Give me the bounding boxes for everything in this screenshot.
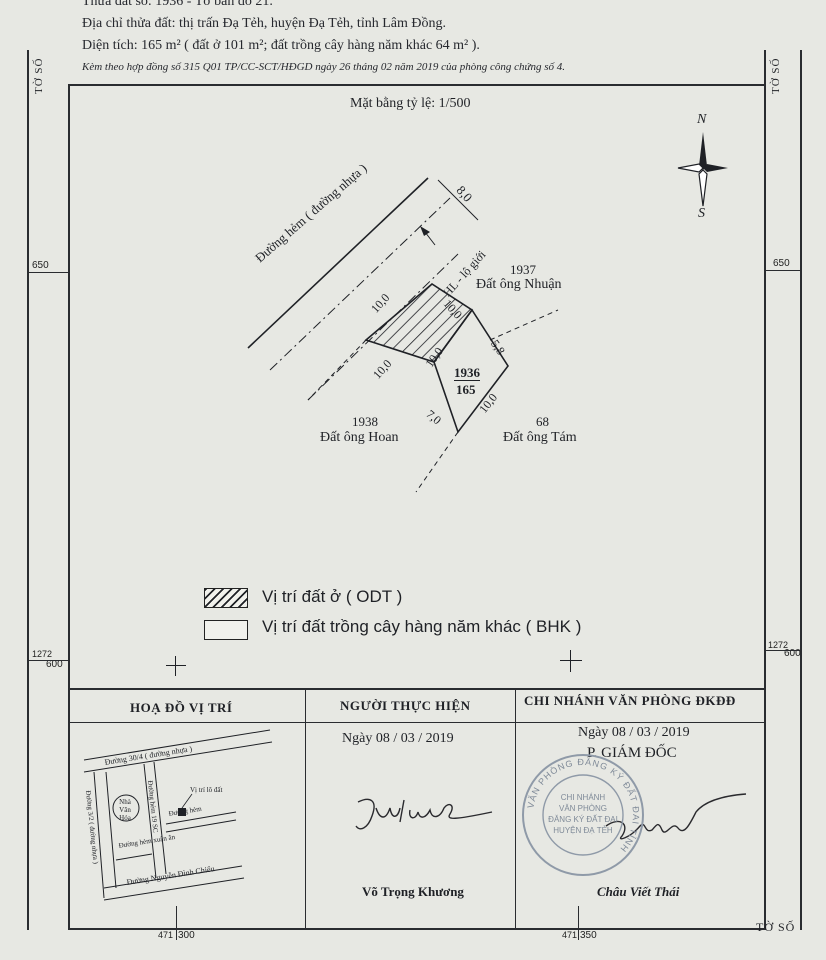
parcel-area-value: 165: [456, 382, 476, 397]
grid-coord-bottom-350: 350: [580, 930, 597, 941]
grid-coord-bottom-471-a: 471: [158, 930, 174, 940]
performer-name: Võ Trọng Khương: [362, 884, 464, 899]
office-date: Ngày 08 / 03 / 2019: [578, 725, 690, 740]
neighbor-68-number: 68: [536, 414, 549, 429]
contract-reference-line: Kèm theo hợp đồng số 315 Q01 TP/CC-SCT/H…: [82, 61, 566, 73]
map-nha-van-hoa: Nhà Văn Hóa: [119, 798, 131, 822]
parcel-number-line: Thửa đất số: 1936 - Tờ bản đồ 21.: [82, 0, 273, 9]
legend-odt-label: Vị trí đất ở ( ODT ): [262, 587, 403, 606]
parcel-plan: [247, 177, 559, 493]
svg-text:VĂN PHÒNG: VĂN PHÒNG: [559, 804, 607, 813]
bottom-right-sheet-label: TỜ SỐ: [756, 920, 796, 934]
grid-coord-left-1272: 1272: [32, 649, 53, 659]
parcel-address-line: Địa chỉ thửa đất: thị trấn Đạ Tẻh, huyện…: [82, 16, 446, 31]
director-name: Châu Viết Thái: [597, 884, 680, 899]
footer-header-divider: [68, 722, 765, 724]
grid-tick-right-650: [765, 270, 801, 271]
office-branch-title: CHI NHÁNH VĂN PHÒNG ĐKĐĐ: [524, 693, 736, 708]
neighbor-1937-owner: Đất ông Nhuận: [476, 277, 562, 292]
neighbor-68-owner: Đất ông Tám: [503, 430, 577, 445]
svg-text:HUYỆN ĐẠ TẺH: HUYỆN ĐẠ TẺH: [553, 826, 613, 835]
location-sketch-map: [83, 729, 273, 901]
compass-south-label: S: [698, 206, 705, 221]
road-edge-outer: [247, 177, 429, 349]
grid-coord-left-600: 600: [46, 659, 63, 670]
parcel-bhk-area: [433, 308, 509, 434]
road-width-dim: [437, 179, 479, 221]
frame-left-inner: [68, 84, 70, 930]
frame-left-outer: [27, 50, 29, 930]
scale-title: Mặt bằng tỷ lệ: 1/500: [350, 96, 471, 111]
legend-odt-swatch: [204, 588, 248, 608]
location-map-title: HOẠ ĐỒ VỊ TRÍ: [130, 700, 233, 715]
grid-coord-bottom-471-b: 471: [562, 930, 578, 940]
grid-tick-bottom-350: [578, 906, 579, 940]
grid-tick-right-600: [765, 650, 801, 651]
performer-date: Ngày 08 / 03 / 2019: [342, 731, 454, 746]
neighbor-1938-owner: Đất ông Hoan: [320, 430, 399, 445]
grid-tick-left-650: [27, 272, 68, 273]
grid-coord-left-650: 650: [32, 260, 49, 271]
svg-text:ĐĂNG KÝ ĐẤT ĐAI: ĐĂNG KÝ ĐẤT ĐAI: [548, 814, 618, 824]
compass-north-label: N: [697, 112, 707, 127]
footer-col-divider-2: [515, 688, 517, 928]
svg-text:CHI NHÁNH: CHI NHÁNH: [561, 793, 606, 802]
grid-coord-right-650: 650: [773, 258, 790, 269]
grid-coord-bottom-300: 300: [178, 930, 195, 941]
official-stamp: VĂN PHÒNG ĐĂNG KÝ ĐẤT ĐAI TỈNH CHI NHÁNH…: [522, 754, 644, 876]
crosshair-right: [560, 650, 582, 672]
legend-bhk-label: Vị trí đất trồng cây hàng năm khác ( BHK…: [262, 617, 582, 636]
frame-right-outer: [800, 50, 802, 930]
grid-tick-bottom-300: [176, 906, 177, 940]
left-sheet-label: TỜ SỐ: [33, 57, 45, 94]
footer-top-border: [68, 688, 765, 690]
parcel-area-line: Diện tích: 165 m² ( đất ở 101 m²; đất tr…: [82, 38, 480, 53]
frame-top-border: [68, 84, 765, 86]
map-vi-tri: Vị trí lô đất: [190, 786, 223, 794]
footer-col-divider-1: [305, 688, 307, 928]
parcel-number: 1936: [454, 365, 480, 381]
director-signature: [605, 793, 747, 840]
crosshair-left: [166, 656, 186, 676]
frame-bottom-border: [68, 928, 765, 930]
performer-title: NGƯỜI THỰC HIỆN: [340, 698, 471, 713]
grid-coord-right-1272: 1272: [768, 640, 789, 650]
neighbor-1938-number: 1938: [352, 414, 378, 429]
neighbor-1937-number: 1937: [510, 262, 536, 277]
compass-rose-icon: [677, 132, 728, 207]
setback-arrow-head: [420, 226, 430, 236]
frame-right-inner: [764, 50, 766, 930]
grid-coord-right-600: 600: [784, 648, 801, 659]
boundary-68: [415, 431, 459, 493]
boundary-1938: [307, 339, 367, 401]
office-role: P. GIÁM ĐỐC: [587, 745, 677, 761]
legend-bhk-swatch: [204, 620, 248, 640]
road-center-line: [269, 197, 451, 371]
boundary-1937: [489, 309, 559, 341]
right-sheet-label: TỜ SỐ: [770, 57, 782, 94]
performer-signature: [355, 798, 493, 830]
grid-tick-left-600: [27, 660, 68, 661]
